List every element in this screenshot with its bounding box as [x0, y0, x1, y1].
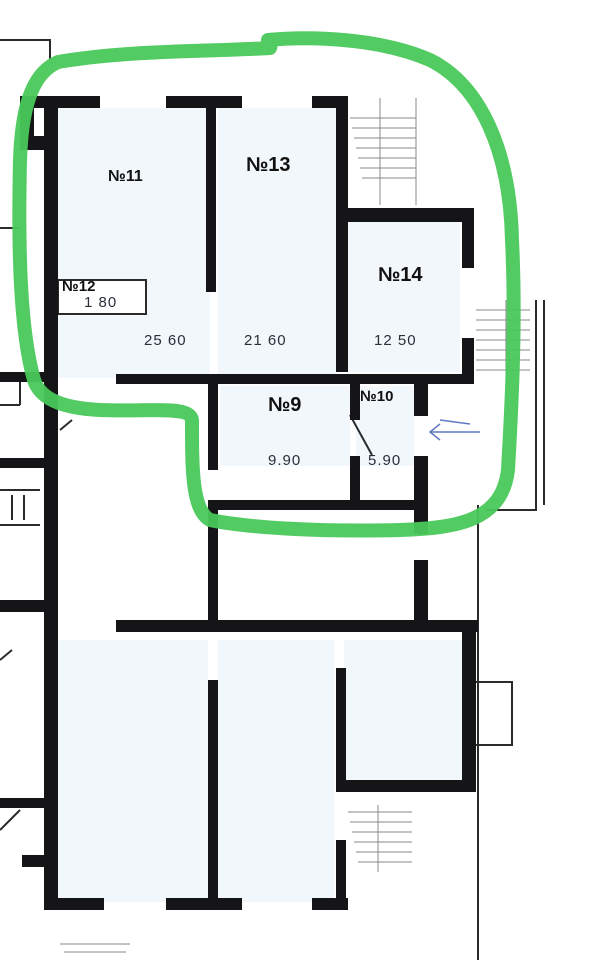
room-12-number: №12 [62, 278, 96, 295]
room-14-fill [348, 222, 460, 372]
room-14-area: 12 50 [374, 332, 417, 349]
lower-right-room-fill [344, 640, 462, 780]
room-11-number: №11 [108, 168, 143, 185]
room-10-fill [356, 386, 414, 466]
room-fills [58, 108, 462, 902]
room-9-number: №9 [268, 394, 302, 416]
room-11-area: 25 60 [144, 332, 187, 349]
lower-mid-room-fill [218, 640, 334, 902]
room-12-area: 1 80 [84, 294, 118, 311]
thin-lines [0, 39, 545, 960]
room-13-number: №13 [246, 154, 291, 176]
room-13-fill [218, 108, 336, 378]
room-10-number: №10 [360, 388, 394, 405]
walls [0, 96, 478, 910]
room-10-area: 5.90 [368, 452, 402, 469]
highlight-outline [12, 31, 521, 538]
room-9-area: 9.90 [268, 452, 302, 469]
room-9-fill [220, 386, 350, 466]
arrow-left-icon [428, 419, 480, 441]
lower-left-room-fill [58, 640, 208, 902]
room-11-fill [58, 108, 210, 378]
room-13-area: 21 60 [244, 332, 287, 349]
room-14-number: №14 [378, 264, 423, 286]
